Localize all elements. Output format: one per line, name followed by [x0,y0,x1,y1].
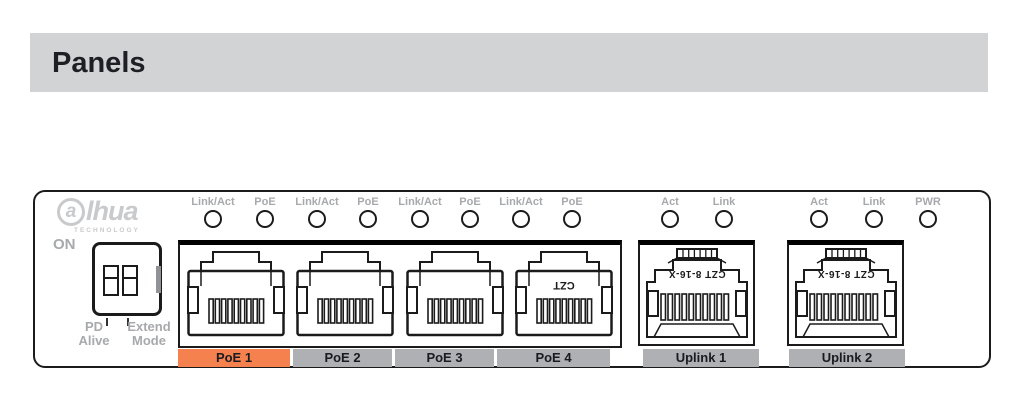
led-circle-icon [563,210,581,228]
led-circle-icon [810,210,828,228]
led-uplink2-link: Link [846,196,902,228]
uplink2-port-marking: CZT 8-16-X [817,268,874,279]
port-label-poe3: PoE 3 [395,349,494,367]
led-circle-icon [919,210,937,228]
led-circle-icon [204,210,222,228]
uplink1-port-bezel: CZT 8-16-X [638,240,755,346]
led-uplink1-link: Link [696,196,752,228]
led-circle-icon [411,210,429,228]
dahua-logo-wordmark: a lhua [57,196,140,227]
led-port4-poe: PoE [544,196,600,228]
dip-label-extend: Extend [127,319,171,334]
dip-on-label: ON [53,236,76,253]
dip-toggle-slider [105,267,117,279]
dip-toggle-slider [124,267,136,279]
rj45-port-poe4-icon: CZT [514,251,613,337]
led-port4-linkact: Link/Act [493,196,549,228]
poe-port-group: CZT [178,240,622,348]
dip-label-pd: PD [84,319,104,334]
dip-toggle-extend-mode [122,265,138,296]
dip-pointer-tick [106,318,108,326]
dip-switch [92,242,162,316]
port-label-uplink1: Uplink 1 [643,349,759,367]
logo-a-icon: a [57,197,85,226]
led-circle-icon [512,210,530,228]
port-label-uplink2: Uplink 2 [789,349,905,367]
rj45-port-uplink1-icon: CZT 8-16-X [645,248,748,338]
led-circle-icon [461,210,479,228]
dip-label-alive: Alive [78,333,110,348]
rj45-port-poe1-icon [187,251,285,337]
led-circle-icon [359,210,377,228]
led-circle-icon [661,210,679,228]
led-circle-icon [865,210,883,228]
led-circle-icon [715,210,733,228]
uplink2-port-bezel: CZT 8-16-X [787,240,904,346]
led-port2-linkact: Link/Act [289,196,345,228]
dip-label-mode: Mode [132,333,166,348]
led-port1-linkact: Link/Act [185,196,241,228]
led-port2-poe: PoE [340,196,396,228]
led-port3-linkact: Link/Act [392,196,448,228]
led-uplink1-act: Act [642,196,698,228]
led-circle-icon [308,210,326,228]
rj45-port-poe2-icon [296,251,395,337]
led-port3-poe: PoE [442,196,498,228]
port-label-poe2: PoE 2 [293,349,392,367]
rj45-port-poe3-icon [405,251,504,337]
port-label-poe1: PoE 1 [178,349,290,367]
dip-switch-labels: PD Extend Alive Mode [71,320,181,348]
section-header-bar: Panels [30,33,988,92]
dip-pointer-tick [127,318,129,326]
led-power: PWR [900,196,956,228]
dip-toggle-pd-alive [103,265,119,296]
logo-subtitle: TECHNOLOGY [74,227,140,234]
poe4-port-marking: CZT [553,279,575,291]
dahua-logo: a lhua TECHNOLOGY [57,196,140,234]
uplink1-port-marking: CZT 8-16-X [668,268,725,279]
dip-side-notch [156,266,161,293]
led-uplink2-act: Act [791,196,847,228]
logo-wordmark-text: lhua [86,196,139,226]
switch-front-panel: a lhua TECHNOLOGY ON PD Extend Alive Mod… [33,190,991,368]
led-circle-icon [256,210,274,228]
rj45-port-uplink2-icon: CZT 8-16-X [794,248,897,338]
port-label-poe4: PoE 4 [497,349,610,367]
led-port1-poe: PoE [237,196,293,228]
page-title: Panels [52,47,146,79]
